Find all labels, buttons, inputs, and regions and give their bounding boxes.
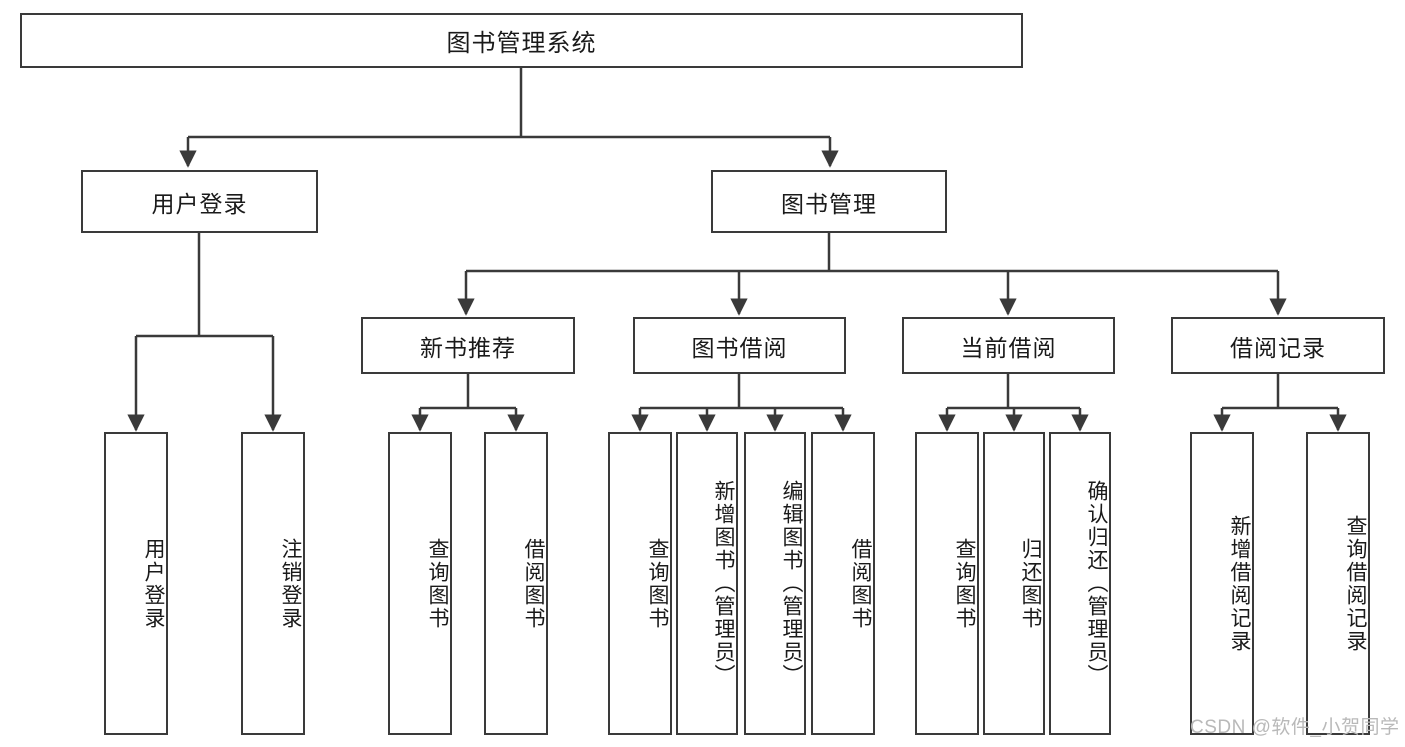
leaf-book-borrow-add[interactable]: 新增图书（管理员） bbox=[676, 432, 738, 735]
node-label: 用户登录 bbox=[151, 190, 248, 217]
leaf-current-borrow-return[interactable]: 归还图书 bbox=[983, 432, 1045, 735]
node-label: 注销登录 bbox=[279, 537, 302, 630]
watermark-text: CSDN @软件_小贺同学 bbox=[1190, 717, 1400, 738]
node-book-borrow[interactable]: 图书借阅 bbox=[633, 317, 846, 374]
node-label: 图书管理 bbox=[781, 190, 877, 217]
node-label: 当前借阅 bbox=[960, 334, 1057, 361]
node-label: 查询图书 bbox=[953, 537, 976, 630]
node-label: 查询图书 bbox=[426, 537, 449, 630]
node-label: 借阅记录 bbox=[1230, 334, 1326, 361]
node-label: 查询图书 bbox=[646, 537, 669, 630]
node-label: 借阅图书 bbox=[522, 537, 545, 630]
node-current-borrow[interactable]: 当前借阅 bbox=[902, 317, 1115, 374]
leaf-borrow-record-query[interactable]: 查询借阅记录 bbox=[1306, 432, 1370, 735]
leaf-user-login-logout[interactable]: 注销登录 bbox=[241, 432, 305, 735]
node-label: 新增借阅记录 bbox=[1228, 514, 1251, 653]
node-new-book-recommend[interactable]: 新书推荐 bbox=[361, 317, 575, 374]
leaf-book-borrow-edit[interactable]: 编辑图书（管理员） bbox=[744, 432, 806, 735]
leaf-user-login-login[interactable]: 用户登录 bbox=[104, 432, 168, 735]
leaf-borrow-record-add[interactable]: 新增借阅记录 bbox=[1190, 432, 1254, 735]
node-label: 归还图书 bbox=[1019, 537, 1042, 630]
node-root-system[interactable]: 图书管理系统 bbox=[20, 13, 1023, 68]
node-borrow-records[interactable]: 借阅记录 bbox=[1171, 317, 1385, 374]
leaf-current-borrow-query[interactable]: 查询图书 bbox=[915, 432, 979, 735]
node-label: 查询借阅记录 bbox=[1344, 514, 1367, 653]
node-label: 图书管理系统 bbox=[446, 30, 597, 57]
node-label: 新书推荐 bbox=[420, 334, 516, 361]
node-label: 图书借阅 bbox=[691, 334, 788, 361]
node-label: 新增图书（管理员） bbox=[712, 480, 735, 687]
node-book-management[interactable]: 图书管理 bbox=[711, 170, 947, 233]
leaf-current-borrow-confirm-return[interactable]: 确认归还（管理员） bbox=[1049, 432, 1111, 735]
leaf-new-book-borrow[interactable]: 借阅图书 bbox=[484, 432, 548, 735]
leaf-book-borrow-borrow[interactable]: 借阅图书 bbox=[811, 432, 875, 735]
leaf-book-borrow-query[interactable]: 查询图书 bbox=[608, 432, 672, 735]
node-user-login[interactable]: 用户登录 bbox=[81, 170, 318, 233]
leaf-new-book-query[interactable]: 查询图书 bbox=[388, 432, 452, 735]
node-label: 借阅图书 bbox=[849, 537, 872, 630]
node-label: 确认归还（管理员） bbox=[1085, 480, 1108, 687]
node-label: 用户登录 bbox=[142, 537, 165, 630]
node-label: 编辑图书（管理员） bbox=[780, 480, 803, 687]
